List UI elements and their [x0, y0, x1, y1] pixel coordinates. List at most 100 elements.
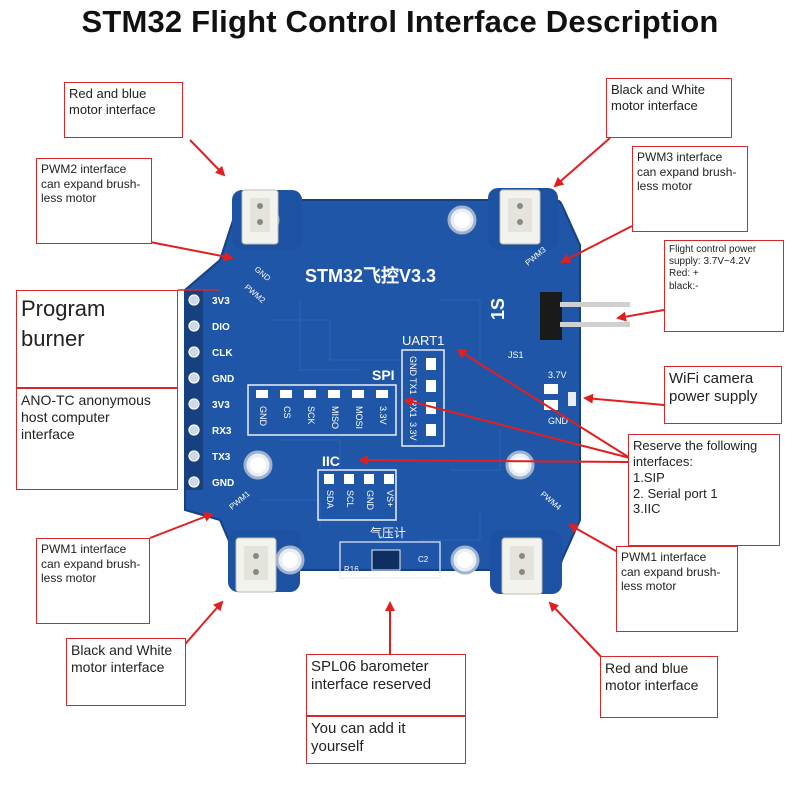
left-pin-pad [188, 294, 200, 306]
callout-wifi-camera-power: WiFi camera power supply [664, 366, 782, 424]
callout-text: Program burner [21, 296, 106, 351]
callout-red-blue-motor-tl: Red and blue motor interface [64, 82, 183, 138]
callout-text: Black and White motor interface [611, 82, 705, 113]
left-pin-pad [188, 372, 200, 384]
callout-text: Red and blue motor interface [69, 86, 156, 117]
left-pin-label: GND [212, 478, 234, 489]
callout-text: PWM2 interface can expand brush- less mo… [41, 162, 141, 206]
left-pin-pad [188, 398, 200, 410]
left-pin-pad [188, 476, 200, 488]
left-pin-label: TX3 [212, 452, 231, 463]
callout-black-white-motor-bl: Black and White motor interface [66, 638, 186, 706]
spi-pad [304, 390, 316, 398]
callout-text: Red and blue motor interface [605, 660, 699, 694]
callout-text: SPL06 barometer interface reserved [311, 658, 432, 694]
callout-black-white-motor-tr: Black and White motor interface [606, 78, 732, 138]
callout-text: Black and White motor interface [71, 642, 173, 676]
callout-text: Reserve the following interfaces: 1.SIP … [633, 438, 758, 517]
left-pin-label: CLK [212, 348, 233, 359]
motor-connector-tl [241, 189, 279, 245]
callout-text: WiFi camera power supply [669, 370, 758, 406]
callout-text: PWM1 interface can expand brush- less mo… [41, 542, 141, 586]
callout-program-burner: Program burner [16, 290, 178, 388]
spi-pad [328, 390, 340, 398]
r16-label: R16 [344, 565, 359, 574]
callout-ano-tc: ANO-TC anonymous host computer interface [16, 388, 178, 490]
uart-pad [426, 380, 436, 392]
uart-pad [426, 402, 436, 414]
spi-pad [376, 390, 388, 398]
uart-label: UART1 [402, 333, 444, 348]
spi-pin-label: CS [282, 406, 292, 419]
iic-pad [364, 474, 374, 484]
spi-pad [280, 390, 292, 398]
iic-pin-label: VS+ [385, 490, 395, 507]
uart-pin-label: TX1 [408, 378, 418, 395]
left-pin-pad [188, 424, 200, 436]
callout-text: Flight control power supply: 3.7V~4.2V R… [669, 244, 757, 292]
left-pin-pad [188, 450, 200, 462]
motor-connector-tr [499, 189, 541, 245]
js1-label: JS1 [508, 350, 524, 360]
uart-pad [426, 424, 436, 436]
callout-text: You can add it yourself [311, 720, 406, 756]
uart-outline [401, 349, 445, 447]
spi-pin-label: 3.3V [378, 406, 388, 425]
callout-spl06-barometer: SPL06 barometer interface reserved [306, 654, 466, 716]
callout-text: PWM3 interface can expand brush- less mo… [637, 150, 737, 194]
callout-reserved-interfaces: Reserve the following interfaces: 1.SIP … [628, 434, 780, 546]
callout-red-blue-motor-br: Red and blue motor interface [600, 656, 718, 718]
power-header [540, 292, 630, 340]
baro-label: 气压计 [370, 525, 406, 540]
baro-outline [339, 541, 441, 579]
iic-pin-label: GND [365, 490, 375, 511]
iic-outline [317, 469, 397, 521]
baro-chip [371, 549, 401, 571]
spi-pad [256, 390, 268, 398]
camera-pads [544, 384, 576, 410]
spi-pin-label: SCK [306, 406, 316, 425]
callout-power-supply: Flight control power supply: 3.7V~4.2V R… [664, 240, 784, 332]
iic-pin-label: SCL [345, 490, 355, 508]
spi-pin-label: MOSI [354, 406, 364, 429]
callout-pwm3: PWM3 interface can expand brush- less mo… [632, 146, 748, 232]
left-pin-pad [188, 346, 200, 358]
uart-pad [426, 358, 436, 370]
iic-pad [384, 474, 394, 484]
callout-pwm1-right: PWM1 interface can expand brush- less mo… [616, 546, 738, 632]
board-model-label: STM32飞控V3.3 [305, 265, 436, 286]
page-title: STM32 Flight Control Interface Descripti… [81, 4, 719, 39]
callout-pwm1-left: PWM1 interface can expand brush- less mo… [36, 538, 150, 624]
left-pin-label: 3V3 [212, 296, 230, 307]
spi-pad [352, 390, 364, 398]
spi-pin-label: GND [258, 406, 268, 427]
iic-pad [344, 474, 354, 484]
spi-pins: GND CS SCK MISO MOSI 3.3V [256, 390, 388, 429]
uart-pin-label: 3.3V [408, 422, 418, 441]
u7-label: U7 [378, 577, 389, 586]
callout-text: PWM1 interface can expand brush- less mo… [621, 550, 721, 594]
left-pin-label: DIO [212, 322, 230, 333]
iic-pin-label: SDA [325, 490, 335, 509]
spi-label: SPI [372, 367, 395, 383]
battery-1s-label: 1S [488, 298, 508, 320]
left-pin-pad [188, 320, 200, 332]
spi-pin-label: MISO [330, 406, 340, 429]
uart-pin-label: GND [408, 356, 418, 377]
cam-3v7-label: 3.7V [548, 370, 567, 380]
iic-pins: SDA SCL GND VS+ [324, 474, 395, 511]
motor-connector-br [501, 537, 543, 595]
left-pin-label: GND [212, 374, 234, 385]
motor-connector-bl [235, 537, 277, 593]
callout-pwm2: PWM2 interface can expand brush- less mo… [36, 158, 152, 244]
iic-label: IIC [322, 453, 340, 469]
uart-pin-label: RX1 [408, 400, 418, 418]
spi-outline [247, 384, 397, 436]
left-pin-label: RX3 [212, 426, 232, 437]
c2-label: C2 [418, 555, 429, 564]
cam-gnd-label: GND [548, 416, 569, 426]
callout-text: ANO-TC anonymous host computer interface [21, 392, 151, 443]
